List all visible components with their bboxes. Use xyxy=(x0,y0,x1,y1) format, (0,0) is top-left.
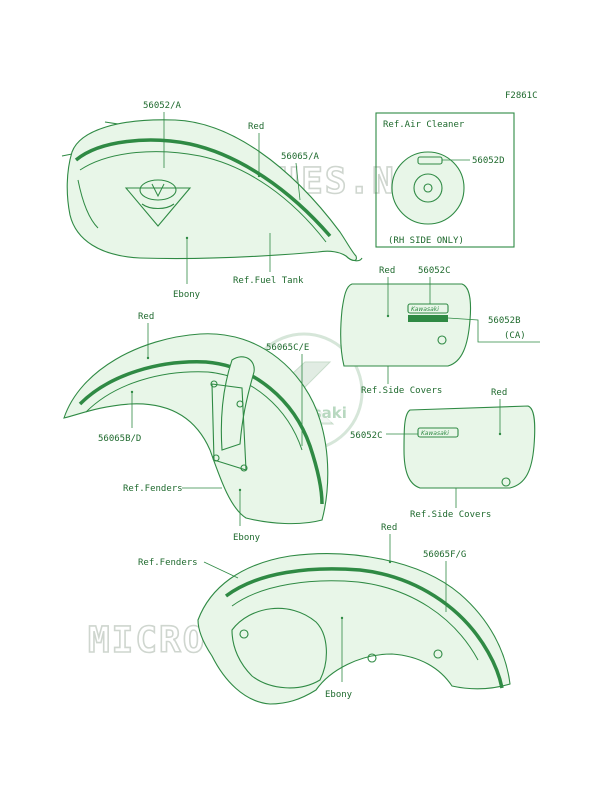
label-56065A: 56065/A xyxy=(281,152,320,162)
tank-emblem xyxy=(124,179,192,227)
label-red-side-upper: Red xyxy=(379,266,395,276)
label-ref-fuel-tank: Ref.Fuel Tank xyxy=(233,276,304,286)
label-ebony-tank: Ebony xyxy=(173,290,201,300)
label-ref-side-covers-upper: Ref.Side Covers xyxy=(361,386,442,396)
rear-fender xyxy=(197,553,511,705)
label-ref-air-cleaner: Ref.Air Cleaner xyxy=(383,120,465,130)
label-56052C-upper: 56052C xyxy=(418,266,451,276)
label-56052A: 56052/A xyxy=(143,101,182,111)
label-56065CE: 56065C/E xyxy=(266,343,309,353)
fuel-tank xyxy=(61,119,363,262)
label-56052C-lower: 56052C xyxy=(350,431,383,441)
label-ref-side-covers-lower: Ref.Side Covers xyxy=(410,510,491,520)
air-cleaner-inset xyxy=(375,112,515,248)
label-ref-fenders-front: Ref.Fenders xyxy=(123,484,183,494)
label-rh-side-only: (RH SIDE ONLY) xyxy=(388,236,464,246)
figure-code: F2861C xyxy=(505,91,538,101)
label-ca: (CA) xyxy=(504,331,526,341)
label-red-side-lower: Red xyxy=(491,388,507,398)
label-ref-fenders-rear: Ref.Fenders xyxy=(138,558,198,568)
label-red-front-fender: Red xyxy=(138,312,154,322)
label-56065FG: 56065F/G xyxy=(423,550,466,560)
side-cover-lower: Kawasaki xyxy=(403,405,536,489)
label-red-rear-fender: Red xyxy=(381,523,397,533)
side-cover-upper: Kawasaki xyxy=(340,283,472,367)
label-56052D: 56052D xyxy=(472,156,505,166)
label-56052B: 56052B xyxy=(488,316,521,326)
label-ebony-rear-fender: Ebony xyxy=(325,690,353,700)
label-ebony-front-fender: Ebony xyxy=(233,533,261,543)
label-red-tank: Red xyxy=(248,122,264,132)
side-badge-lower: Kawasaki xyxy=(421,430,449,437)
front-fender xyxy=(63,333,329,525)
side-badge-upper: Kawasaki xyxy=(411,306,439,313)
label-56065BD: 56065B/D xyxy=(98,434,141,444)
